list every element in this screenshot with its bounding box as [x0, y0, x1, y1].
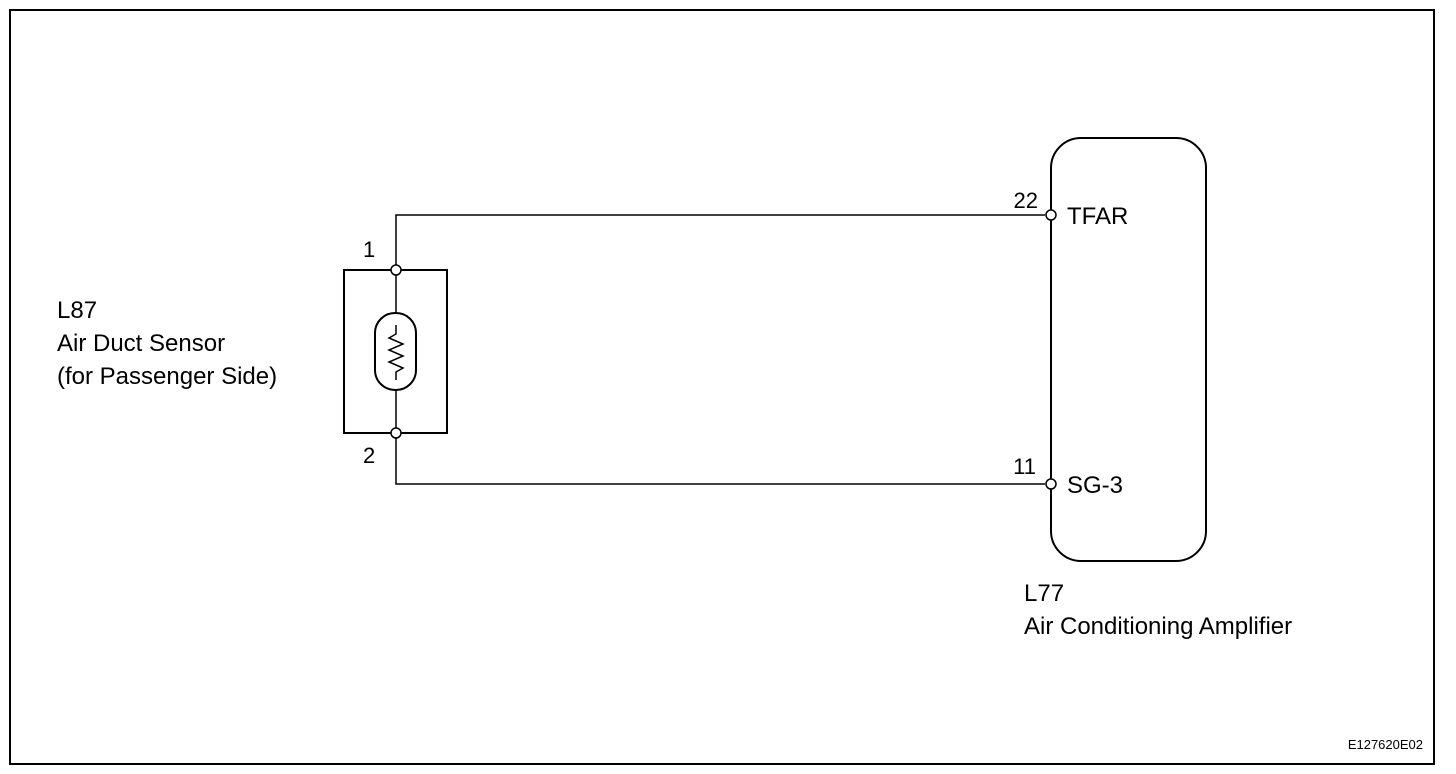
sensor-code: L87: [57, 297, 97, 324]
amplifier-pin-number-22: 22: [1014, 188, 1038, 213]
sensor-terminal-1: [390, 264, 402, 276]
sensor-pin-bottom: 2: [363, 443, 375, 468]
amplifier-pin-signal-tfar: TFAR: [1067, 203, 1128, 230]
sensor-terminal-2: [390, 427, 402, 439]
amplifier-block: [1050, 137, 1207, 562]
figure-id: E127620E02: [1348, 737, 1423, 752]
amplifier-terminal-11: [1045, 478, 1057, 490]
resistor-zigzag-icon: [387, 325, 405, 380]
wire-sg3: [395, 433, 1045, 485]
amplifier-name: Air Conditioning Amplifier: [1024, 613, 1292, 640]
amplifier-pin-number-11: 11: [1013, 454, 1036, 479]
wire-tfar: [395, 214, 1045, 270]
sensor-name: Air Duct Sensor: [57, 330, 225, 357]
sensor-pin-top: 1: [363, 237, 375, 262]
sensor-side: (for Passenger Side): [57, 363, 277, 390]
thermistor-symbol: [374, 312, 417, 391]
amplifier-pin-signal-sg3: SG-3: [1067, 472, 1123, 499]
amplifier-code: L77: [1024, 580, 1064, 607]
amplifier-terminal-22: [1045, 209, 1057, 221]
